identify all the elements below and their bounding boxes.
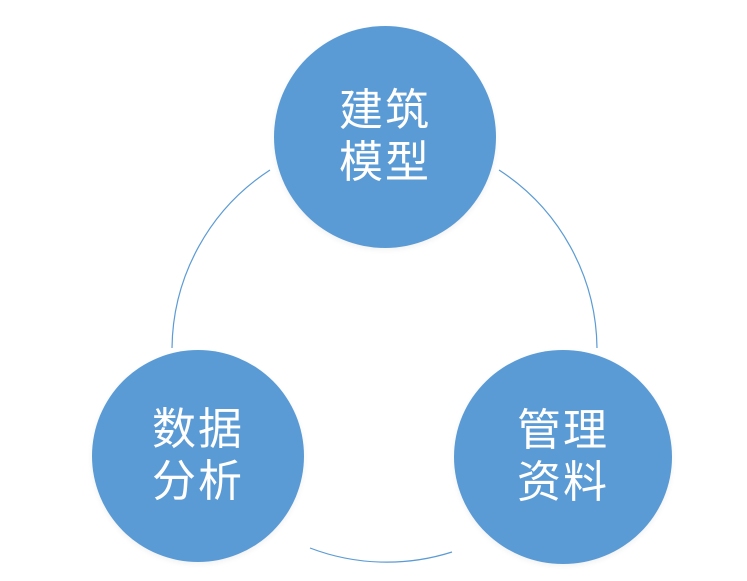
node-manage-documents-line-1: 管理 — [517, 405, 609, 457]
node-data-analysis-line-2: 分析 — [152, 456, 244, 507]
node-building-model: 建筑 模型 — [274, 26, 496, 248]
node-manage-documents-line-2: 资料 — [517, 457, 609, 508]
connector-left-top — [171, 169, 271, 349]
node-building-model-line-1: 建筑 — [339, 85, 431, 137]
node-data-analysis: 数据 分析 — [92, 350, 304, 562]
connector-top-right — [498, 169, 598, 349]
node-data-analysis-line-1: 数据 — [152, 404, 244, 456]
connector-right-left — [309, 547, 453, 563]
node-building-model-line-2: 模型 — [339, 137, 431, 188]
node-manage-documents: 管理 资料 — [454, 350, 672, 564]
